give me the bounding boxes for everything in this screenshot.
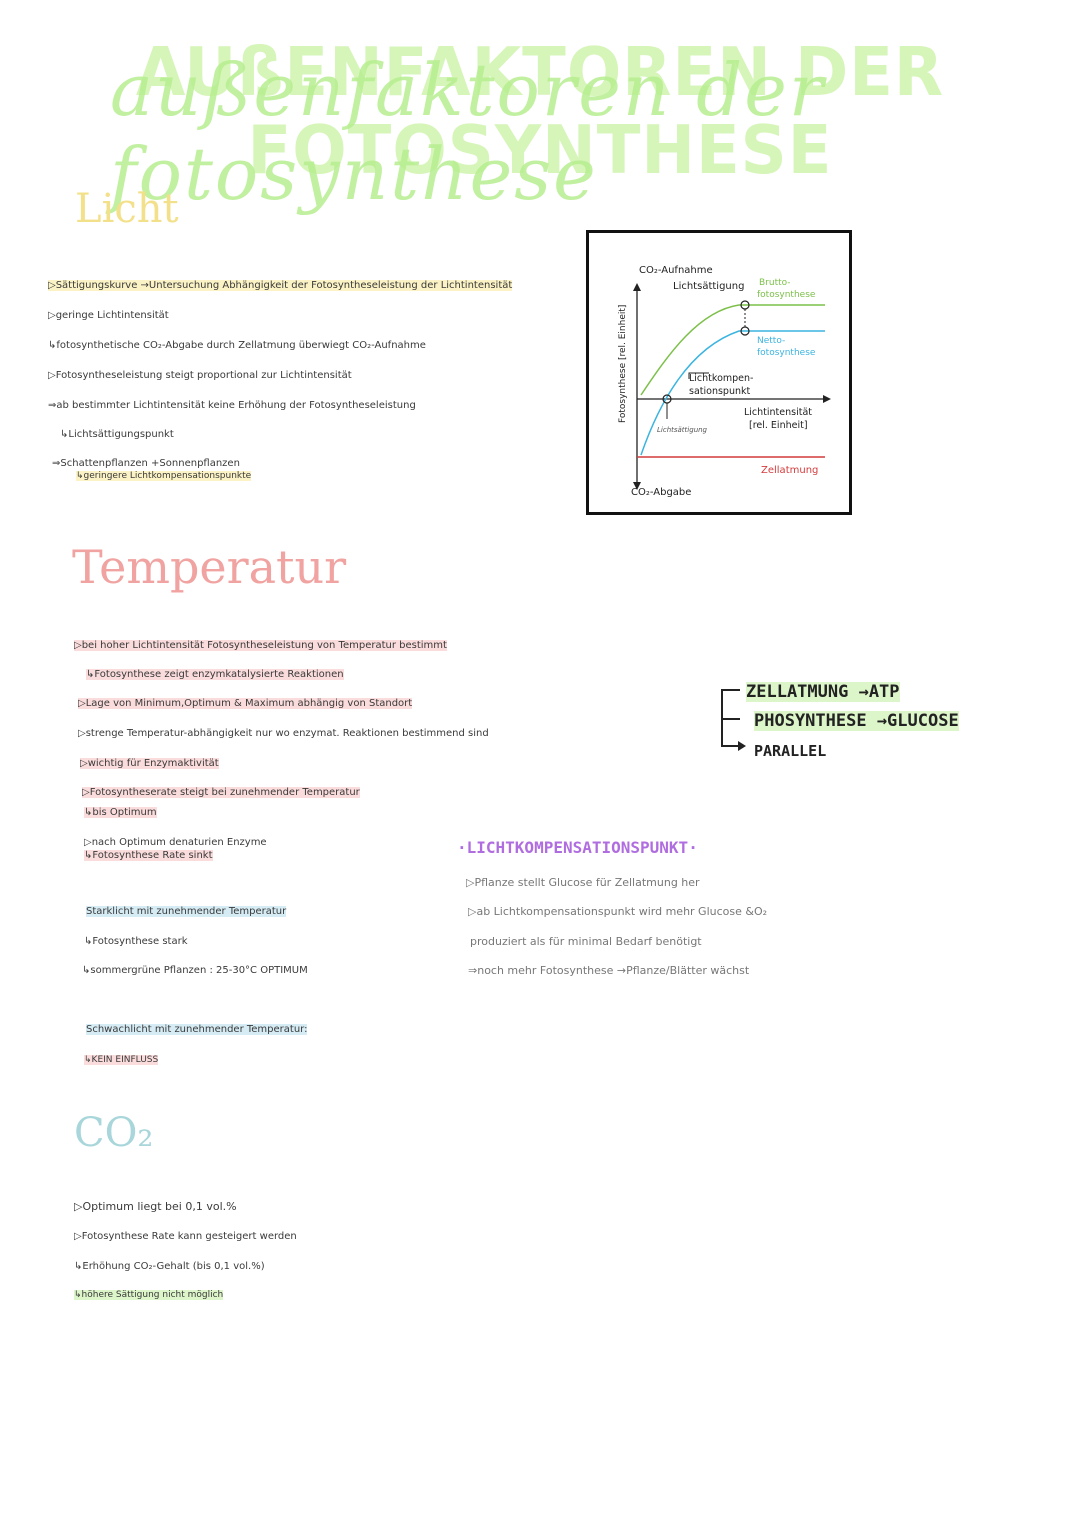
chart-svg: CO₂-Aufnahme Lichtsättigung Brutto- foto… — [618, 265, 831, 498]
y-top-label: CO₂-Aufnahme — [639, 265, 713, 276]
licht-line-7: ⇒Schattenpflanzen +Sonnenpflanzen — [52, 458, 240, 469]
x-label-2: [rel. Einheit] — [749, 420, 808, 431]
temp-line-11: ↳Fotosynthese stark — [84, 936, 188, 947]
temp-line-14: ↳KEIN EINFLUSS — [84, 1055, 159, 1065]
temp-line-10: Starklicht mit zunehmender Temperatur — [86, 906, 287, 917]
co2-line-1: ▷Optimum liegt bei 0,1 vol.% — [74, 1200, 237, 1213]
legend-brutto: Brutto- — [759, 278, 791, 288]
kompensation-pointer — [688, 372, 709, 379]
legend-brutto-2: fotosynthese — [757, 290, 816, 300]
co2-line-3: ↳Erhöhung CO₂-Gehalt (bis 0,1 vol.%) — [74, 1261, 265, 1272]
lk-line-1: ▷Pflanze stellt Glucose für Zellatmung h… — [466, 876, 700, 889]
licht-line-6: ↳Lichtsättigungspunkt — [60, 429, 174, 440]
lk-line-4: ⇒noch mehr Fotosynthese →Pflanze/Blätter… — [468, 964, 750, 977]
bracket-icon — [721, 689, 746, 751]
temp-line-12: ↳sommergrüne Pflanzen : 25-30°C OPTIMUM — [82, 965, 308, 976]
y-axis-arrow-down — [633, 482, 641, 490]
section-heading-co2: CO₂ — [74, 1110, 154, 1156]
section-heading-licht: Licht — [75, 186, 179, 232]
brutto-curve — [640, 304, 825, 396]
note-fotosynthese: PHOSYNTHESE →GLUCOSE — [754, 711, 959, 731]
licht-line-8: ↳geringere Lichtkompensationspunkte — [76, 471, 252, 481]
temp-line-1: ▷bei hoher Lichtintensität Fotosynthesel… — [74, 640, 447, 651]
legend-netto: Netto- — [757, 336, 785, 346]
x-label-1: Lichtintensität — [744, 407, 812, 418]
y-axis-arrow-up — [633, 283, 641, 291]
temp-line-9: ↳Fotosynthese Rate sinkt — [84, 850, 213, 861]
co2-line-2: ▷Fotosynthese Rate kann gesteigert werde… — [74, 1231, 297, 1242]
title-block: AUßENFAKTOREN DER FOTOSYNTHESE — [135, 34, 945, 190]
lk-line-3: produziert als für minimal Bedarf benöti… — [470, 935, 702, 948]
temp-line-4: ▷strenge Temperatur-abhängigkeit nur wo … — [78, 728, 489, 739]
temp-line-3: ▷Lage von Minimum,Optimum & Maximum abhä… — [78, 698, 413, 709]
temp-line-5: ▷wichtig für Enzymaktivität — [80, 758, 219, 769]
netto-curve — [640, 330, 825, 456]
note-zellatmung: ZELLATMUNG →ATP — [746, 682, 900, 702]
annotation-lichtsaettigung-2: Lichtsättigung — [657, 426, 708, 434]
licht-line-5: ⇒ab bestimmter Lichtintensität keine Erh… — [48, 400, 416, 411]
lichtkompensationspunkt-heading: ·LICHTKOMPENSATIONSPUNKT· — [457, 838, 698, 857]
x-axis-arrow — [823, 395, 831, 403]
licht-line-2: ▷geringe Lichtintensität — [48, 310, 169, 321]
temp-line-2: ↳Fotosynthese zeigt enzymkatalysierte Re… — [86, 669, 344, 680]
y-axis-label: Fotosynthese [rel. Einheit] — [618, 305, 628, 423]
temp-line-6: ▷Fotosyntheserate steigt bei zunehmender… — [82, 787, 360, 798]
page-title: AUßENFAKTOREN DER FOTOSYNTHESE außenfakt… — [0, 30, 1080, 216]
licht-line-4: ▷Fotosyntheseleistung steigt proportiona… — [48, 370, 352, 381]
temp-line-13: Schwachlicht mit zunehmender Temperatur: — [86, 1024, 308, 1035]
title-script: außenfaktoren der fotosynthese — [110, 48, 826, 216]
temp-line-8: ▷nach Optimum denaturien Enzyme — [84, 837, 267, 848]
licht-line-1: ▷Sättigungskurve →Untersuchung Abhängigk… — [48, 280, 513, 291]
saettigungskurve-chart: CO₂-Aufnahme Lichtsättigung Brutto- foto… — [586, 230, 852, 515]
co2-line-4: ↳höhere Sättigung nicht möglich — [74, 1290, 224, 1300]
lk-line-2: ▷ab Lichtkompensationspunkt wird mehr Gl… — [468, 905, 768, 918]
legend-zellatmung: Zellatmung — [761, 465, 818, 476]
y-bottom-label: CO₂-Abgabe — [631, 487, 691, 498]
section-heading-temperatur: Temperatur — [72, 540, 347, 594]
annotation-kompensation-1: Lichtkompen- — [689, 373, 753, 384]
licht-line-3: ↳fotosynthetische CO₂-Abgabe durch Zella… — [48, 340, 426, 351]
annotation-kompensation-2: sationspunkt — [689, 386, 750, 397]
annotation-lichtsaettigung: Lichtsättigung — [673, 281, 744, 292]
legend-netto-2: fotosynthese — [757, 348, 816, 358]
temp-line-7: ↳bis Optimum — [84, 807, 157, 818]
note-parallel: PARALLEL — [754, 742, 827, 760]
